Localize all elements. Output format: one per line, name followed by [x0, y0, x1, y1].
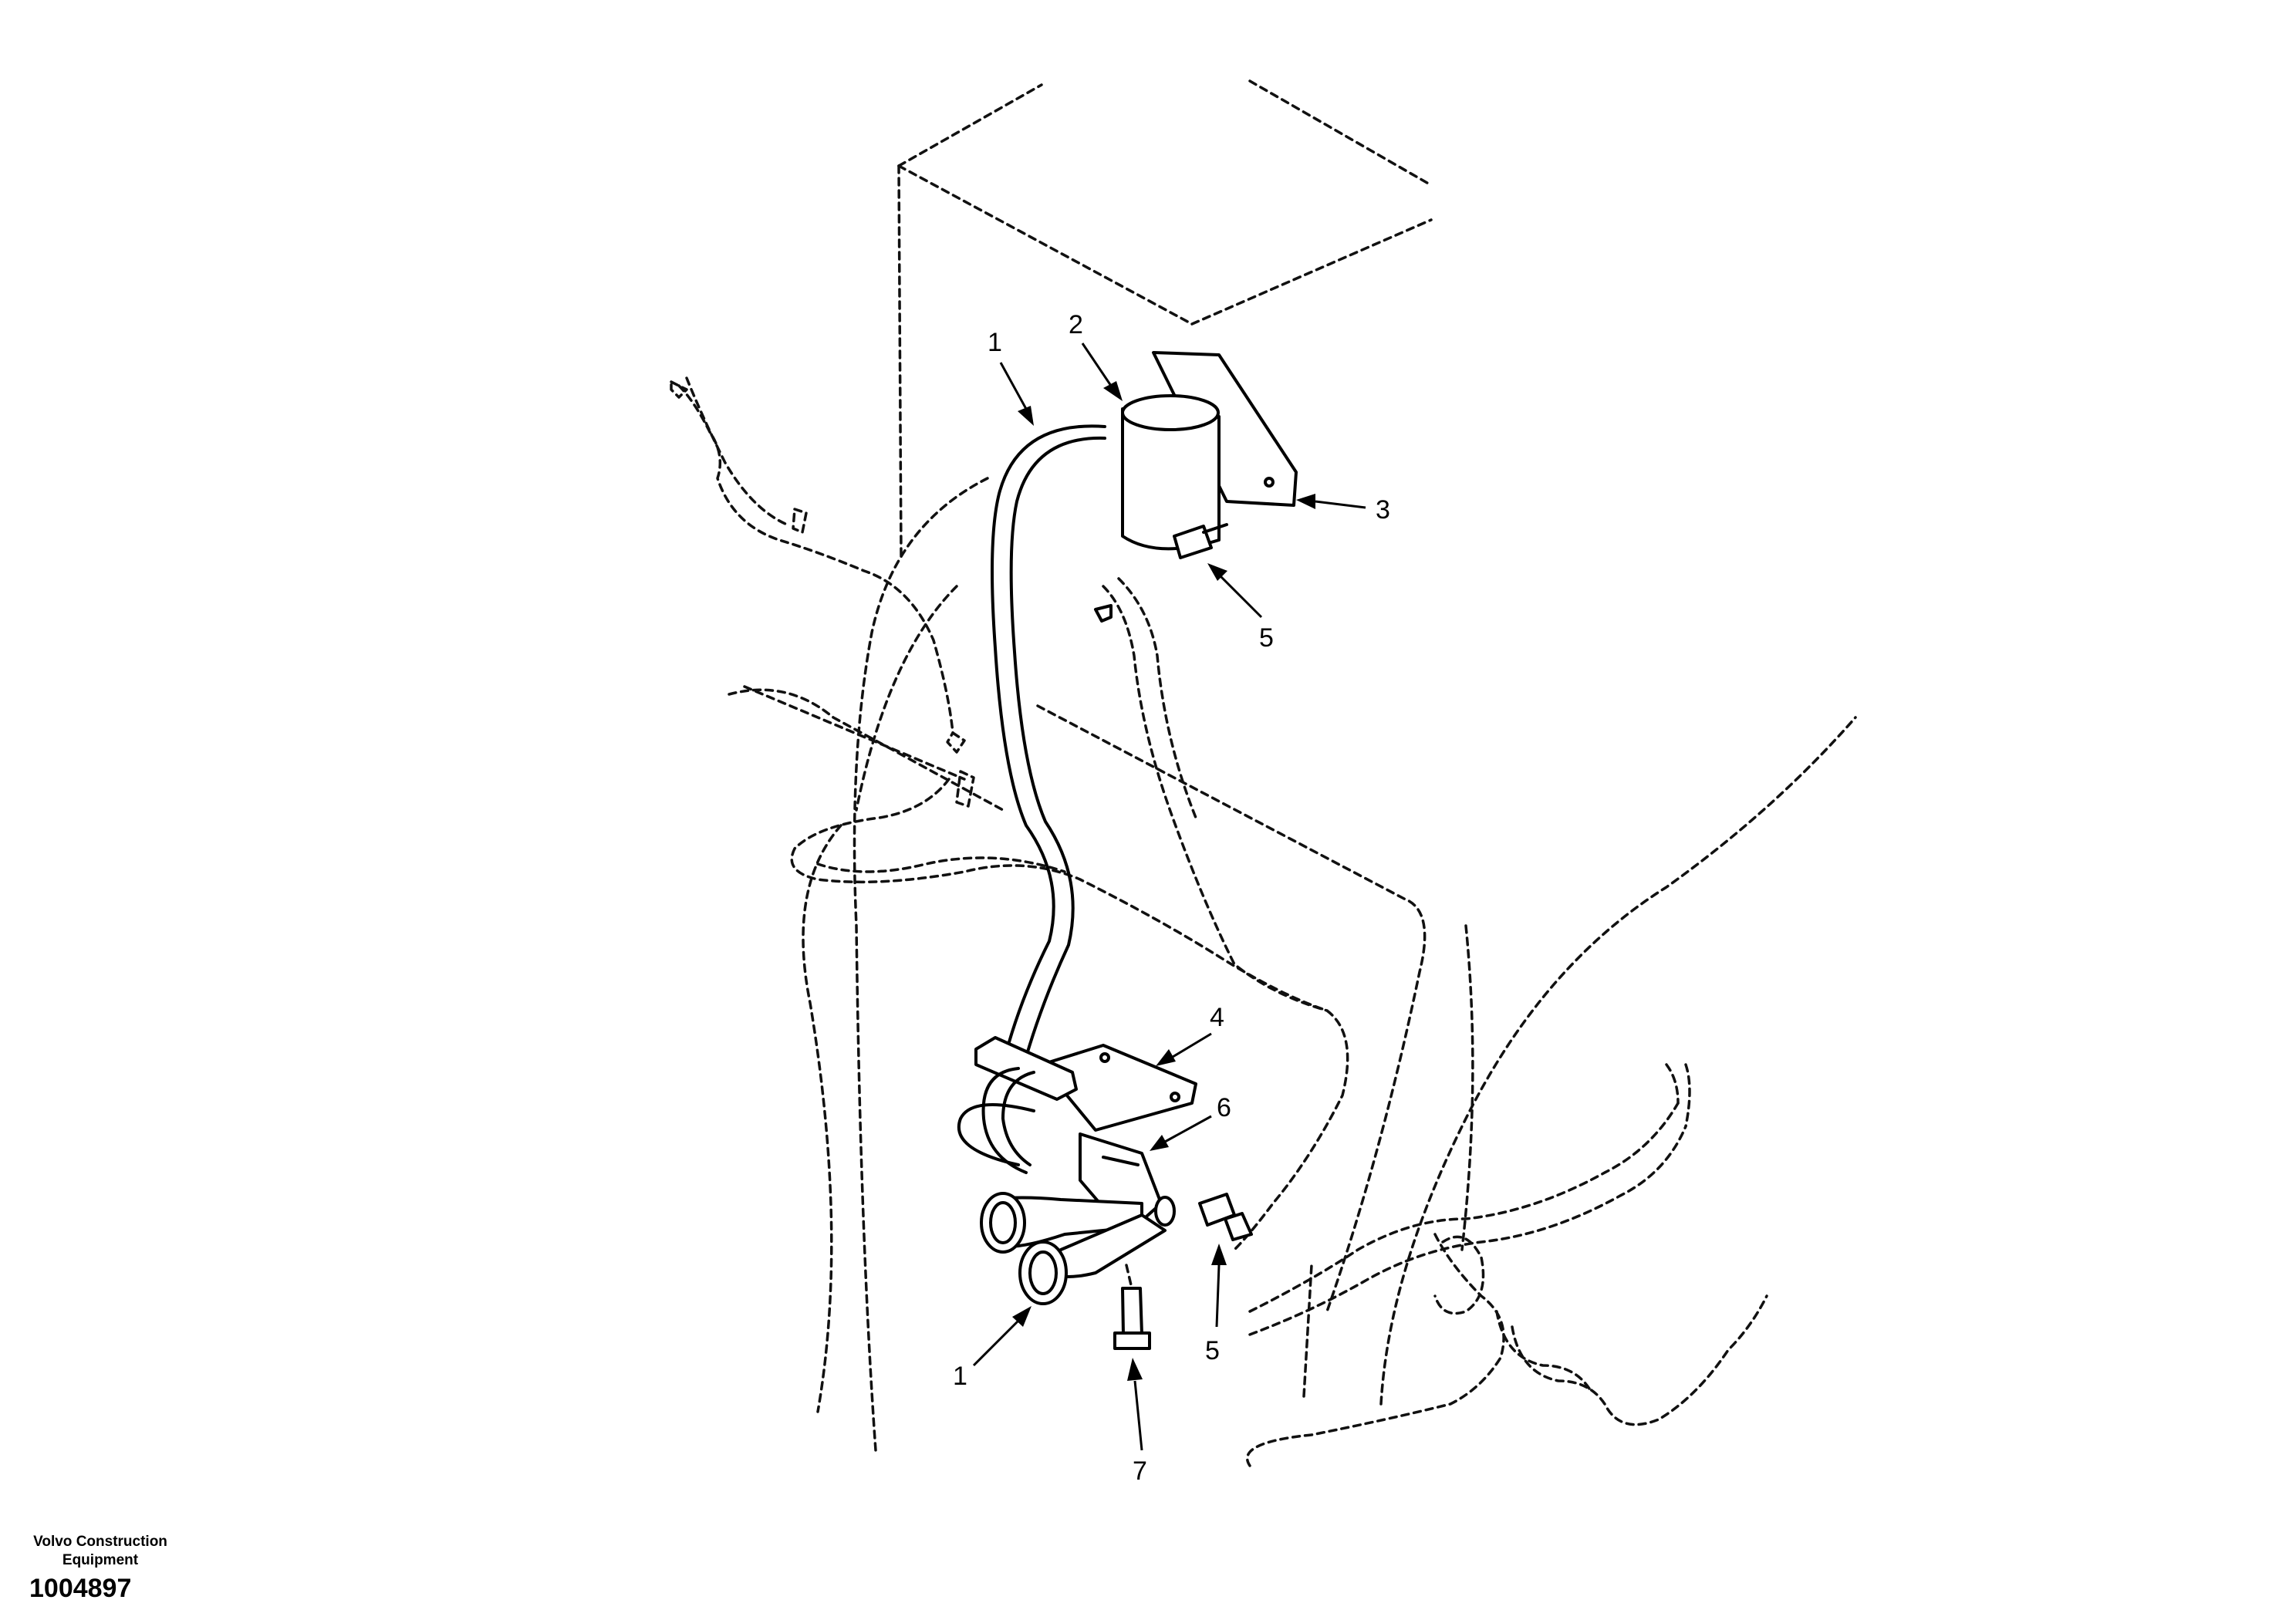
wiring-harness	[670, 376, 1349, 1251]
callout-5-lower: 5	[1205, 1336, 1220, 1365]
callout-2: 3	[1376, 495, 1390, 525]
callout-6: 6	[1217, 1093, 1231, 1122]
document-number: 1004897	[29, 1574, 132, 1603]
callout-7: 7	[1133, 1456, 1147, 1486]
callout-3: 1	[988, 328, 1002, 357]
callout-leaders	[972, 343, 1366, 1451]
brand-line-1: Volvo Construction	[33, 1534, 167, 1550]
callout-1-lower: 1	[953, 1362, 967, 1391]
brand-line-2: Equipment	[62, 1552, 139, 1568]
cab-body-outline	[728, 79, 1857, 1452]
horn-wire	[991, 424, 1113, 1069]
callout-4: 4	[1210, 1003, 1224, 1032]
upper-horn-assembly	[1121, 351, 1298, 559]
brand-label: Volvo Construction Equipment	[0, 1533, 201, 1570]
bolt-icon	[1113, 1193, 1253, 1350]
callout-1-upper: 2	[1069, 310, 1083, 339]
hydraulic-hose-background	[1245, 1063, 1768, 1467]
callout-5-upper: 5	[1259, 623, 1274, 653]
lower-horn-assembly	[957, 1036, 1197, 1305]
